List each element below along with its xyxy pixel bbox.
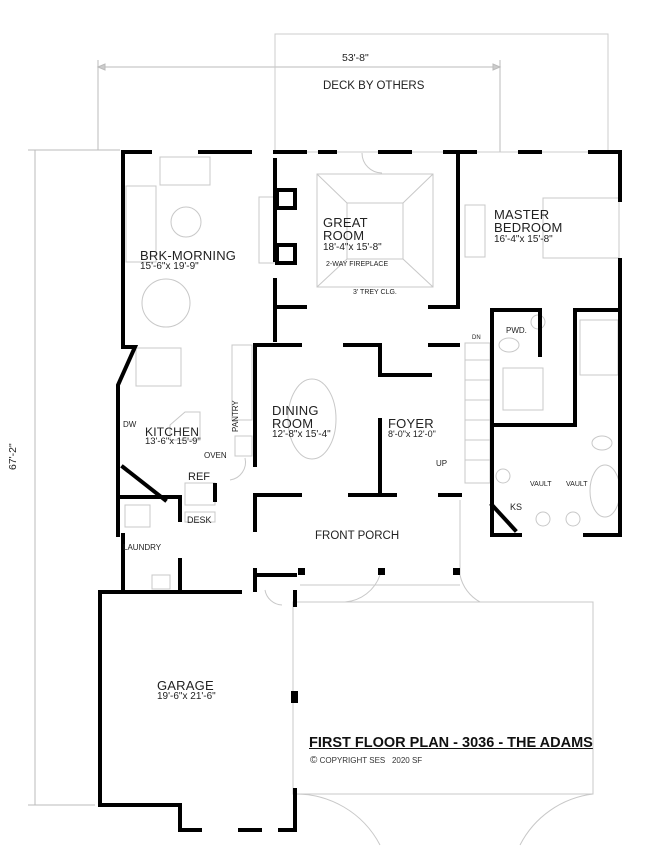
fixtures [124,152,621,846]
fireplace-note: 2-WAY FIREPLACE [326,261,389,268]
master-bedroom-size: 16'-4"x 15'-8" [494,234,553,245]
stairs-down-label: DN [472,335,481,341]
walls [98,150,622,832]
great-room-size: 18'-4"x 15'-8" [323,242,382,253]
brk-morning-label: BRK-MORNING [140,248,237,263]
overall-depth-dimension: 67'-2" [7,443,19,470]
great-room-label-2: ROOM [323,228,365,243]
foyer-size: 8'-0"x 12'-0" [388,429,436,439]
copyright-line: © COPYRIGHT SES 2020 SF [310,756,422,766]
powder-room-label: PWD. [506,326,527,335]
dining-room-label-2: ROOM [272,416,314,431]
garage-size: 19'-6"x 21'-6" [157,691,216,702]
dimension-lines [28,60,502,806]
dining-room-label-1: DINING [272,403,319,418]
kitchen-label: KITCHEN [145,425,200,439]
stairs-up-label: UP [436,459,448,468]
master-bedroom-label-1: MASTER [494,207,550,222]
laundry-label: LAUNDRY [123,543,162,552]
copyright-text: COPYRIGHT SES [319,756,386,765]
master-bedroom-label-2: BEDROOM [494,220,563,235]
oven-label: OVEN [204,451,227,460]
posts [298,568,460,575]
kitchen-size: 13'-6"x 15'-9" [145,436,201,447]
trey-ceiling-note: 3' TREY CLG. [353,289,397,296]
desk-label: DESK [187,515,212,525]
deck-label: DECK BY OTHERS [323,80,425,92]
refrigerator-label: REF [188,471,210,483]
vault-label-2: VAULT [566,481,588,488]
deck-outline [274,33,609,153]
garage-label: GARAGE [157,678,214,693]
copyright-icon: © [310,755,318,766]
front-porch-label: FRONT PORCH [315,530,400,542]
overall-width-dimension: 53'-8" [342,52,369,64]
square-footage: 2020 SF [391,756,423,765]
pantry-label: PANTRY [231,400,240,432]
brk-morning-size: 15'-6"x 19'-9" [140,261,199,272]
dining-room-size: 12'-8"x 15'-4" [272,429,331,440]
foyer-label: FOYER [388,416,434,431]
kneespace-label: KS [510,502,523,512]
dishwasher-label: DW [123,420,137,429]
plan-title: FIRST FLOOR PLAN - 3036 - THE ADAMS [309,735,593,751]
great-room-label-1: GREAT [323,215,368,230]
vault-label-1: VAULT [530,481,552,488]
